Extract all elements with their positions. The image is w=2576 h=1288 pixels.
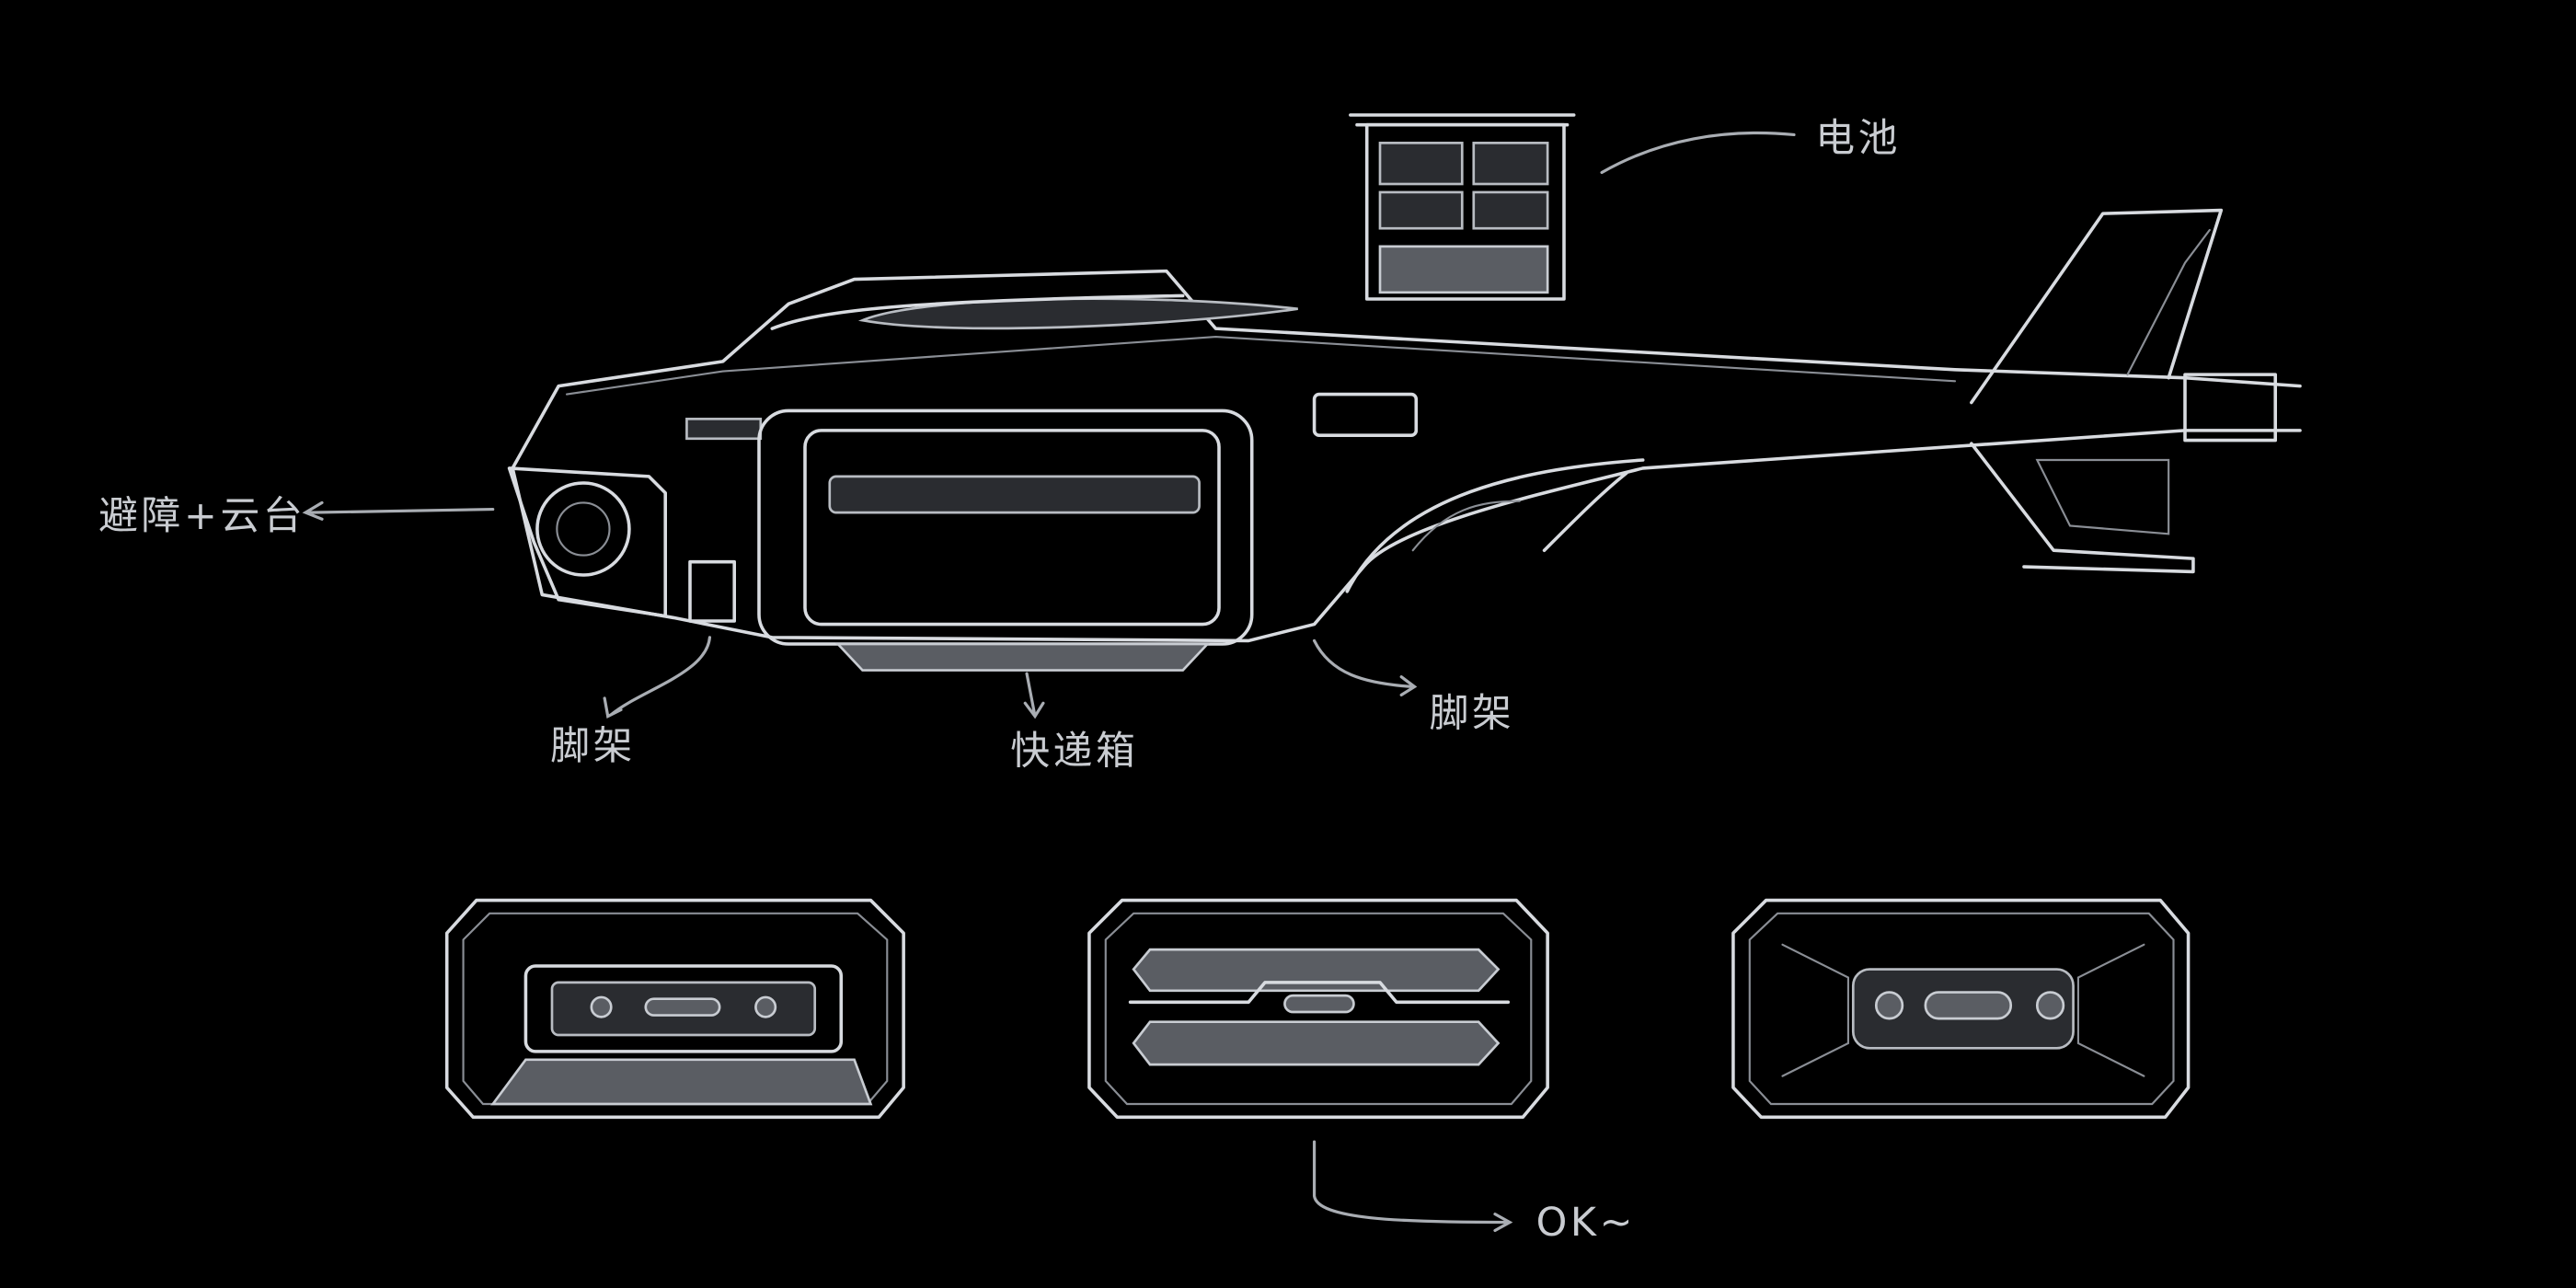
landing-gear-left-label: 脚架 — [550, 723, 636, 769]
delivery-box-arrow — [1023, 672, 1045, 719]
box-variant-2 — [1087, 898, 1549, 1120]
obstacle-gimbal-arrow — [302, 500, 495, 521]
obstacle-gimbal-label: 避障+云台 — [98, 493, 305, 539]
box-variant-1 — [444, 898, 905, 1120]
battery-sketch — [1349, 113, 1576, 301]
landing-gear-left-arrow — [603, 636, 712, 719]
box-variant-3 — [1731, 898, 2191, 1120]
landing-gear-right-arrow — [1312, 638, 1418, 696]
ok-label: OK~ — [1536, 1200, 1636, 1246]
fuselage-sketch — [507, 208, 2302, 672]
ok-arrow — [1312, 1140, 1513, 1233]
battery-arrow — [1600, 131, 1796, 175]
delivery-box-label: 快递箱 — [1010, 728, 1138, 774]
battery-label: 电池 — [1815, 115, 1901, 161]
landing-gear-right-label: 脚架 — [1430, 690, 1515, 736]
